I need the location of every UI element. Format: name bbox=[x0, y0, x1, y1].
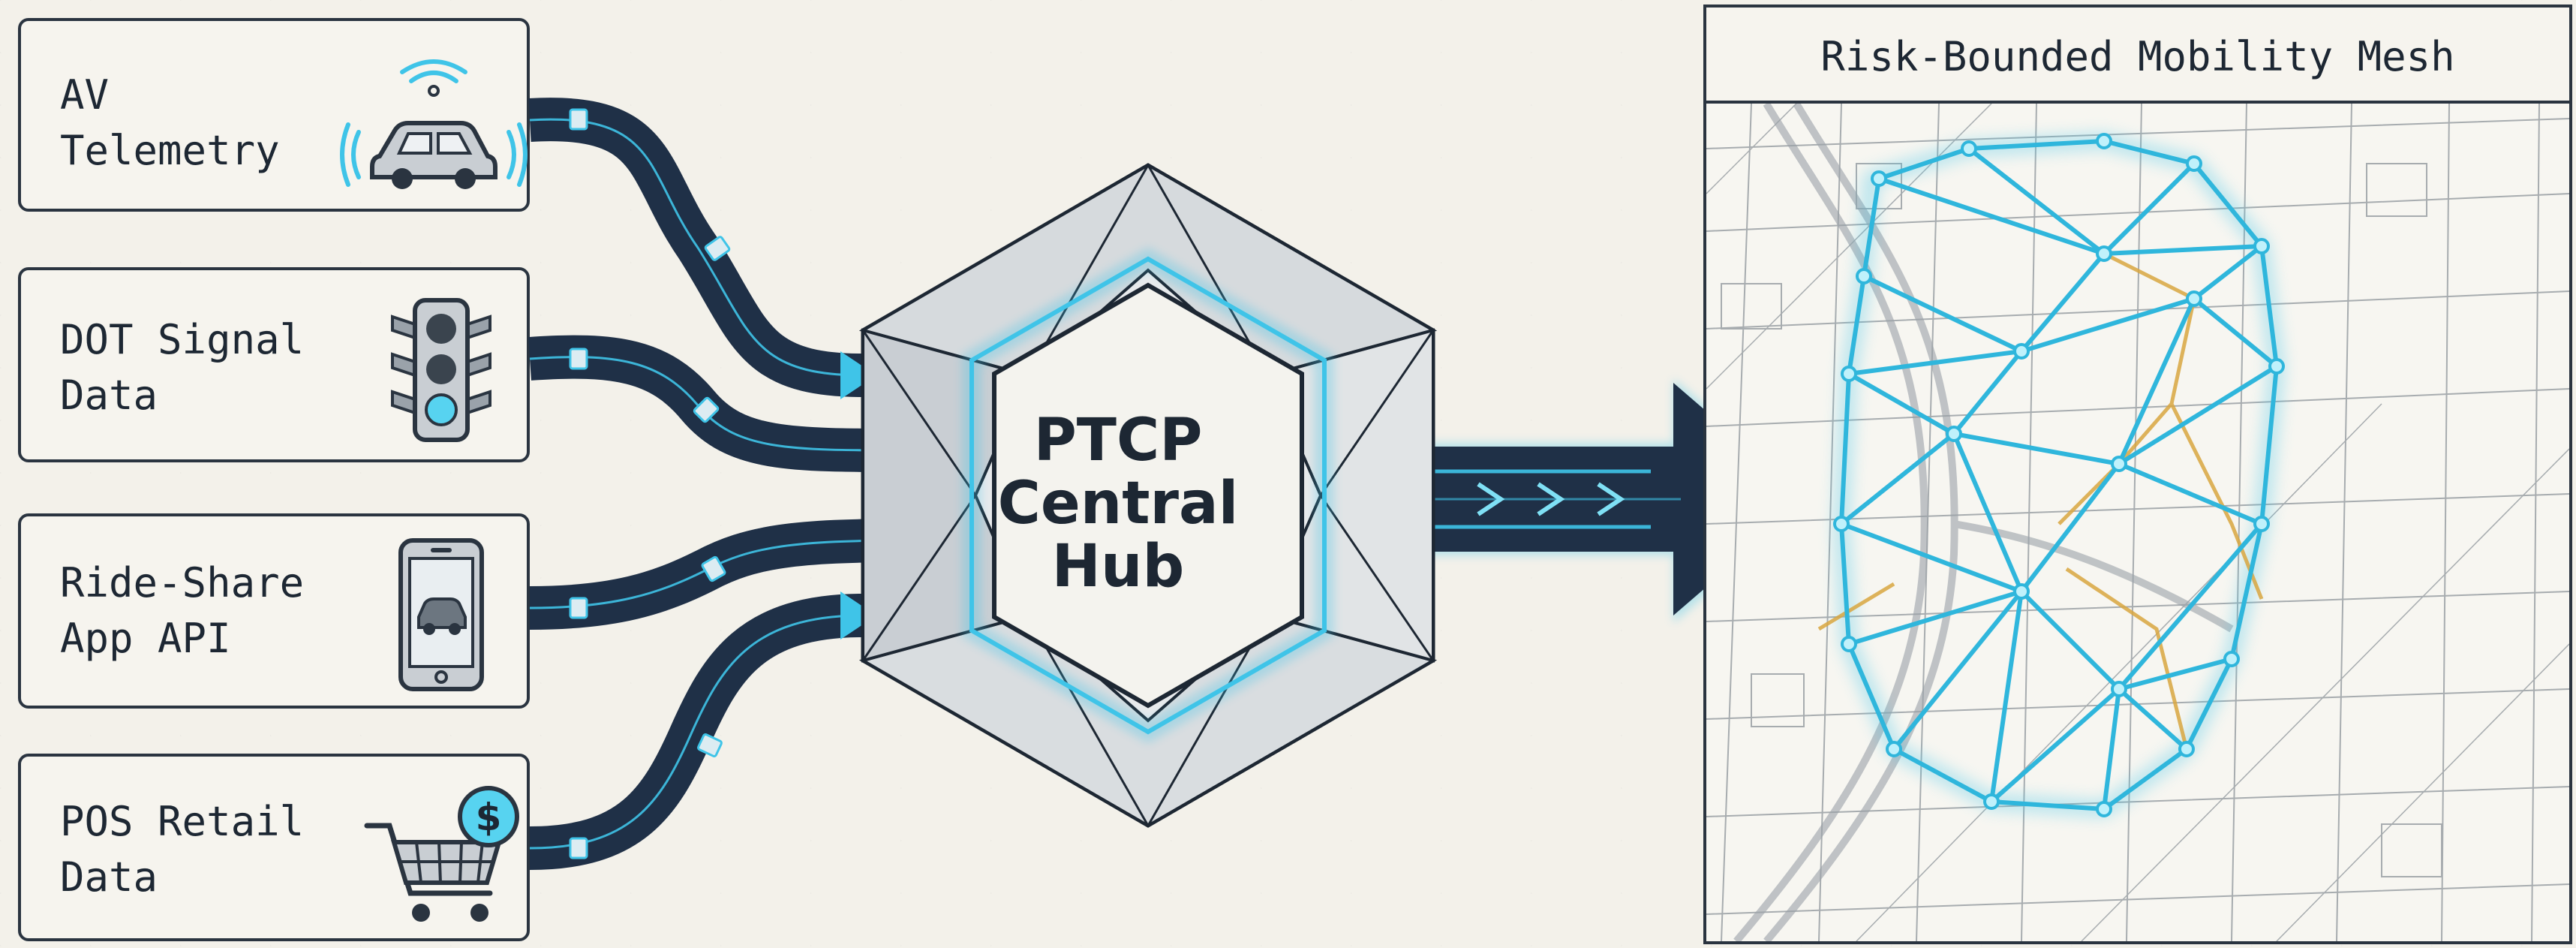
car-signal-icon bbox=[340, 59, 528, 189]
source-card-ride-share: Ride-Share App API bbox=[18, 513, 530, 709]
mesh-nodes bbox=[1833, 133, 2285, 817]
flow-av bbox=[528, 98, 876, 399]
source-label-ride-share: Ride-Share App API bbox=[60, 559, 305, 662]
smartphone-car-icon bbox=[398, 538, 484, 691]
mesh-glow bbox=[1832, 132, 2286, 818]
source-card-dot-signal: DOT Signal Data bbox=[18, 267, 530, 462]
highway bbox=[1733, 104, 2234, 941]
hub-inner-glow-ring bbox=[962, 248, 1334, 743]
source-card-av-telemetry: AV Telemetry bbox=[18, 18, 530, 212]
source-label-pos-retail: POS Retail Data bbox=[60, 798, 305, 901]
source-card-pos-retail: POS Retail Data $ bbox=[18, 754, 530, 941]
hub-title: PTCP Central Hub bbox=[997, 407, 1239, 600]
mesh-title: Risk-Bounded Mobility Mesh bbox=[1820, 33, 2455, 80]
mesh-panel: Risk-Bounded Mobility Mesh bbox=[1703, 5, 2572, 944]
source-label-dot-signal: DOT Signal Data bbox=[60, 316, 305, 419]
flow-pos bbox=[529, 591, 876, 870]
street-grid bbox=[1706, 104, 2569, 941]
svg-text:$: $ bbox=[476, 796, 502, 839]
traffic-light-icon bbox=[391, 298, 491, 442]
mesh-title-bar: Risk-Bounded Mobility Mesh bbox=[1706, 8, 2569, 104]
shopping-cart-dollar-icon: $ bbox=[364, 786, 519, 922]
city-map-mesh bbox=[1706, 104, 2569, 941]
source-label-av-telemetry: AV Telemetry bbox=[60, 71, 280, 174]
